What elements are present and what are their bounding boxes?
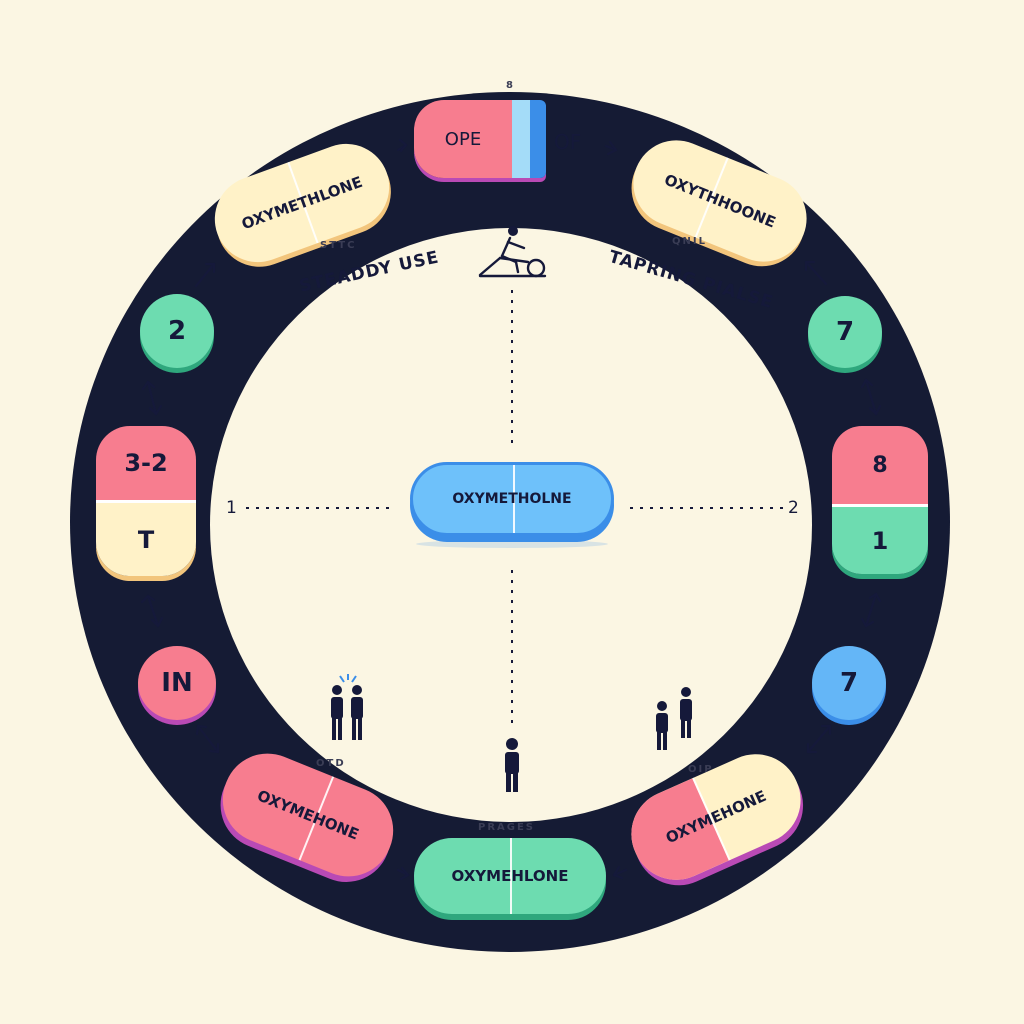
double-arrow-icon	[860, 378, 882, 416]
double-arrow-icon	[806, 724, 832, 754]
left-capsule: 3-2 T	[96, 426, 196, 576]
right-disc-bottom-label: 7	[839, 668, 859, 698]
people-pair-icon	[331, 674, 363, 740]
left-disc-bottom: IN	[138, 646, 216, 720]
left-capsule-bottom: T	[96, 503, 196, 576]
right-capsule-bottom: 1	[832, 507, 928, 574]
arrow-icon	[396, 138, 408, 153]
top-pill-label: OPE	[444, 128, 482, 150]
axis-left-number: 1	[226, 498, 237, 518]
pill-center-label: OXYMETHOLNE	[452, 491, 572, 507]
arrow-icon	[194, 262, 216, 288]
pill-bottom-center: OXYMEHLONE	[414, 838, 606, 914]
person-icon	[505, 738, 519, 792]
axis-right-number: 2	[788, 498, 799, 518]
right-disc-bottom: 7	[812, 646, 886, 720]
cyclist-icon	[478, 226, 547, 278]
label-bottom-left: OTD	[316, 758, 346, 769]
right-disc-top-label: 7	[835, 317, 855, 347]
double-arrow-icon	[141, 380, 163, 416]
left-disc-top: 2	[140, 294, 214, 368]
pill-shadow	[416, 540, 608, 548]
arrow-icon	[612, 865, 628, 880]
right-capsule-top: 8	[832, 426, 928, 504]
arrow-icon	[804, 260, 828, 286]
people-pair-icon	[656, 687, 692, 750]
arrow-icon	[604, 140, 618, 156]
right-disc-top: 7	[808, 296, 882, 368]
left-capsule-top: 3-2	[96, 426, 196, 500]
right-capsule: 8 1	[832, 426, 928, 574]
left-disc-top-label: 2	[167, 316, 187, 346]
label-bottom-center: PRAGES	[478, 822, 536, 833]
double-arrow-icon	[860, 592, 882, 628]
label-top-left: STTC	[320, 240, 357, 251]
label-bottom-right: OIP	[688, 764, 714, 775]
top-pill-badge: OF	[554, 130, 582, 154]
double-arrow-icon	[140, 594, 164, 628]
top-pill: OPE	[414, 100, 546, 178]
pill-bottom-center-label: OXYMEHLONE	[451, 867, 569, 885]
top-pill-caption: 8	[506, 80, 515, 91]
pill-center: OXYMETHOLNE	[410, 462, 614, 536]
left-disc-bottom-label: IN	[161, 668, 193, 698]
double-arrow-icon	[195, 724, 220, 754]
label-top-right: QNIL	[672, 236, 707, 247]
arrow-icon	[396, 866, 410, 881]
